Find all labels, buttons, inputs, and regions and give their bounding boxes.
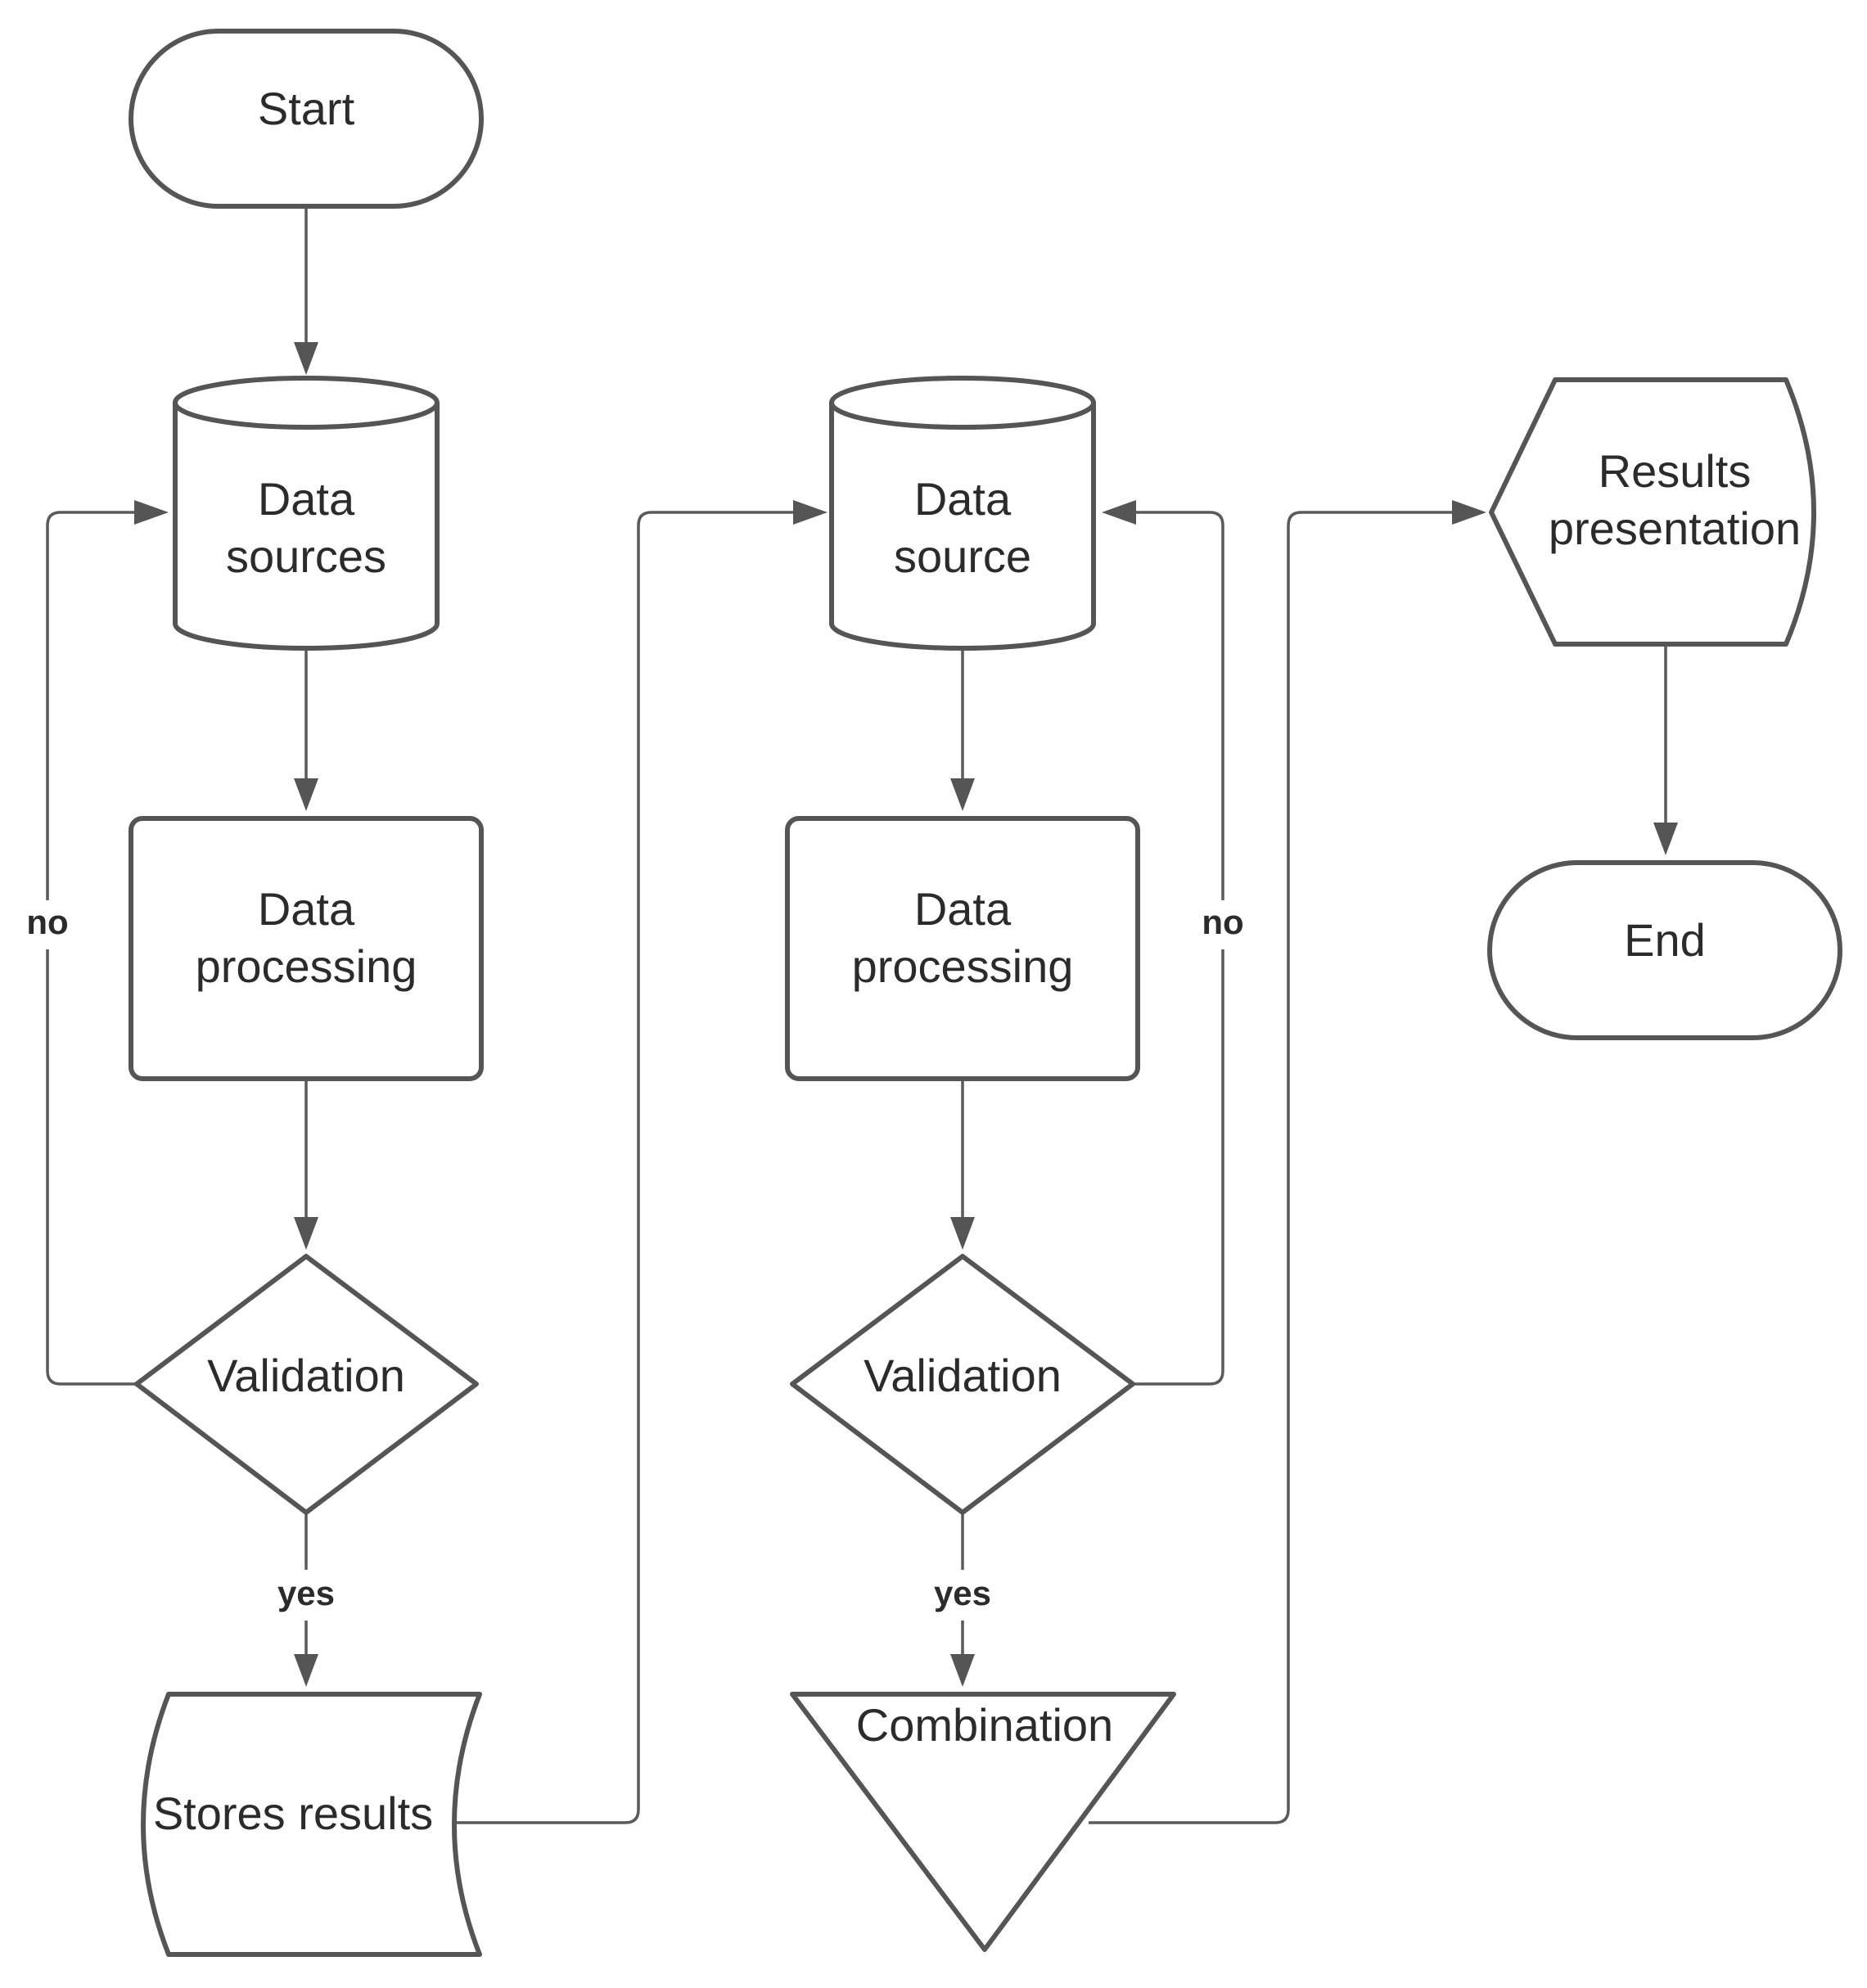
node-data-processing-2-label-line-1: Data (914, 883, 1012, 935)
node-data-processing-1: Data processing (129, 816, 484, 1081)
edge-validation-2-yes-to-combination: yes (922, 1512, 1003, 1687)
edges: no yes no (16, 206, 1678, 1824)
edge-data-sources-to-processing-1 (294, 644, 318, 811)
node-start-label: Start (258, 83, 355, 134)
edge-start-to-data-sources (294, 206, 318, 375)
edge-validation-2-no-to-data-source: no (1102, 500, 1254, 1386)
node-validation-2-label: Validation (864, 1350, 1062, 1401)
edge-results-presentation-to-end (1653, 644, 1678, 855)
node-data-sources: Data sources (173, 376, 440, 651)
nodes: Start Data sources Data processing Valid… (129, 29, 1842, 1957)
node-combination-label: Combination (856, 1699, 1113, 1751)
node-results-presentation-label-line-2: presentation (1549, 503, 1801, 554)
edge-label-yes-2: yes (934, 1574, 991, 1612)
node-data-source-label-line-1: Data (914, 473, 1012, 525)
node-start: Start (129, 29, 484, 209)
edge-validation-1-no-to-data-sources: no (16, 500, 169, 1386)
node-results-presentation-label-line-1: Results (1599, 445, 1752, 497)
node-data-processing-1-label-line-1: Data (258, 883, 355, 935)
edge-validation-1-yes-to-stores-results: yes (265, 1512, 347, 1687)
node-validation-1: Validation (134, 1254, 479, 1515)
node-stores-results-label: Stores results (153, 1787, 433, 1839)
node-stores-results: Stores results (141, 1692, 482, 1957)
edge-processing-1-to-validation-1 (294, 1079, 318, 1250)
node-data-processing-1-label-line-2: processing (196, 940, 417, 992)
node-data-source-label-line-2: source (894, 530, 1031, 582)
node-validation-2: Validation (790, 1254, 1135, 1515)
node-data-processing-2-label-line-2: processing (852, 940, 1074, 992)
node-end: End (1487, 860, 1842, 1040)
node-results-presentation: Results presentation (1489, 377, 1816, 647)
node-validation-1-label: Validation (207, 1350, 405, 1401)
node-data-sources-label-line-2: sources (226, 530, 386, 582)
edge-processing-2-to-validation-2 (950, 1079, 975, 1250)
edge-label-yes-1: yes (277, 1574, 335, 1612)
edge-label-no-2: no (1202, 903, 1243, 941)
edge-combination-to-results-presentation (1089, 500, 1486, 1824)
node-data-processing-2: Data processing (785, 816, 1140, 1081)
node-combination: Combination (790, 1692, 1176, 1952)
node-data-source: Data source (829, 376, 1096, 651)
node-data-sources-label-line-1: Data (258, 473, 355, 525)
edge-label-no-1: no (26, 903, 68, 941)
edge-data-source-to-processing-2 (950, 644, 975, 811)
edge-stores-results-to-data-source (450, 500, 828, 1824)
node-end-label: End (1624, 914, 1706, 966)
